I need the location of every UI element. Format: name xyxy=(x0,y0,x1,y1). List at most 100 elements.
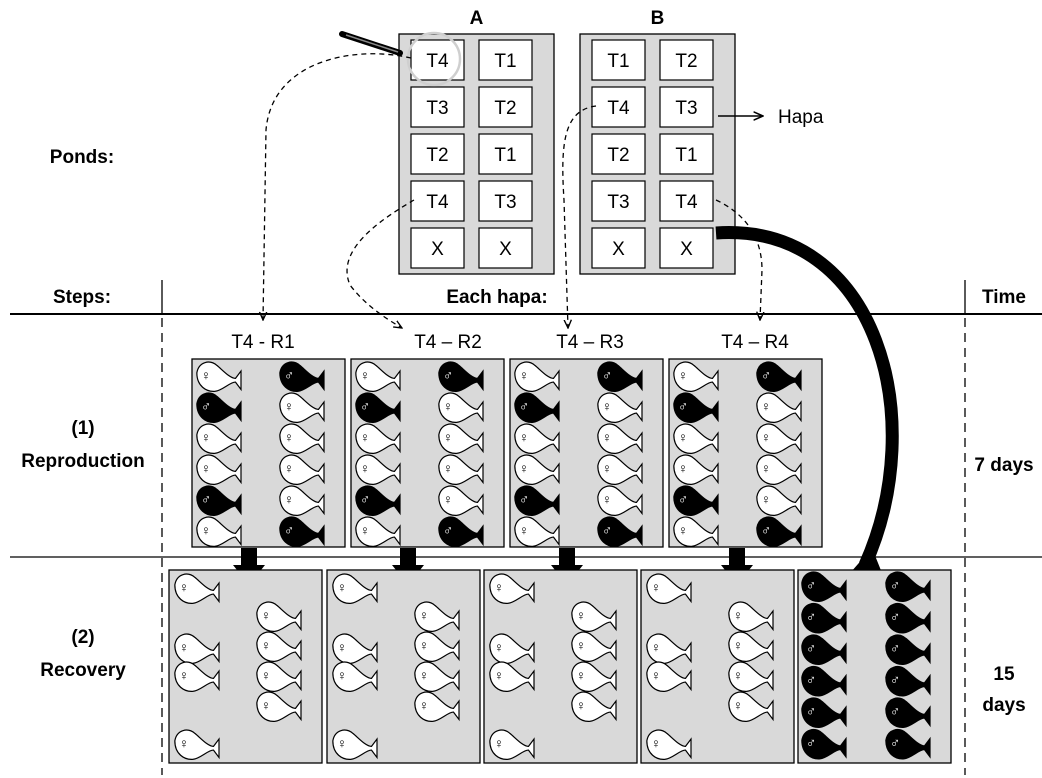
svg-text:♀: ♀ xyxy=(360,368,370,383)
duration-15: 15 xyxy=(993,664,1015,685)
female-fish: ♀ xyxy=(673,454,719,485)
hapa-cell xyxy=(591,86,646,128)
female-fish: ♀ xyxy=(646,661,692,692)
svg-text:♂: ♂ xyxy=(806,578,816,593)
duration-days: days xyxy=(982,695,1025,716)
female-fish: ♀ xyxy=(196,423,242,454)
svg-text:♀: ♀ xyxy=(733,608,743,623)
svg-text:♀: ♀ xyxy=(201,430,211,445)
male-fish: ♂ xyxy=(597,361,643,392)
female-fish: ♀ xyxy=(256,661,302,692)
hapa-cell xyxy=(478,227,533,269)
male-fish: ♂ xyxy=(885,729,931,760)
magnifier-icon xyxy=(339,31,462,87)
hapa-cell-label: T1 xyxy=(675,145,697,166)
svg-text:♂: ♂ xyxy=(806,673,816,688)
female-fish: ♀ xyxy=(489,573,535,604)
svg-text:♀: ♀ xyxy=(678,461,688,476)
svg-text:♀: ♀ xyxy=(761,461,771,476)
recovery-hapas-group: ♀♀♀♀♀♀♀♀♀♀♀♀♀♀♀♀♀♀♀♀♀♀♀♀♀♀♀♀♀♀♀♀♂♂♂♂♂♂♂♂… xyxy=(168,569,952,764)
male-fish: ♂ xyxy=(801,729,847,760)
svg-text:♀: ♀ xyxy=(201,461,211,476)
svg-text:♂: ♂ xyxy=(806,610,816,625)
time-label: Time xyxy=(982,287,1026,308)
female-fish: ♀ xyxy=(438,454,484,485)
female-fish: ♀ xyxy=(728,601,774,632)
svg-text:♀: ♀ xyxy=(576,698,586,713)
hapa-cell-label: T4 xyxy=(675,192,698,213)
reproduction-hapa: ♀♂♀♀♂♀♂♀♀♀♀♂ xyxy=(509,358,664,548)
svg-text:♂: ♂ xyxy=(890,673,900,688)
svg-text:♀: ♀ xyxy=(761,430,771,445)
female-fish: ♀ xyxy=(571,601,617,632)
male-fish: ♂ xyxy=(673,392,719,423)
svg-text:♀: ♀ xyxy=(360,523,370,538)
female-fish: ♀ xyxy=(196,361,242,392)
reproduction-hapa: ♀♂♀♀♂♀♂♀♀♀♀♂ xyxy=(668,358,823,548)
female-fish: ♀ xyxy=(597,485,643,516)
male-fish: ♂ xyxy=(801,697,847,728)
svg-text:♀: ♀ xyxy=(337,736,347,751)
hapa-cell-label: T2 xyxy=(607,145,629,166)
male-fish: ♂ xyxy=(756,361,802,392)
down-arrow xyxy=(721,548,753,585)
svg-text:♂: ♂ xyxy=(519,492,529,507)
svg-text:♂: ♂ xyxy=(201,399,211,414)
female-fish: ♀ xyxy=(673,516,719,547)
svg-text:♀: ♀ xyxy=(519,523,529,538)
svg-text:♀: ♀ xyxy=(678,368,688,383)
svg-text:♀: ♀ xyxy=(419,668,429,683)
female-fish: ♀ xyxy=(414,691,460,722)
svg-text:♀: ♀ xyxy=(261,668,271,683)
svg-text:♂: ♂ xyxy=(201,492,211,507)
female-fish: ♀ xyxy=(332,573,378,604)
female-fish: ♀ xyxy=(438,392,484,423)
male-fish: ♂ xyxy=(885,697,931,728)
hapa-cell xyxy=(659,86,714,128)
hapa-outline xyxy=(797,569,952,764)
hapa-cell-label: X xyxy=(680,239,693,260)
replicate-label: T4 – R3 xyxy=(556,332,624,353)
svg-text:♀: ♀ xyxy=(284,461,294,476)
hapa-cell xyxy=(591,133,646,175)
female-fish: ♀ xyxy=(174,573,220,604)
male-fish: ♂ xyxy=(801,666,847,697)
female-fish: ♀ xyxy=(438,423,484,454)
female-fish: ♀ xyxy=(174,729,220,760)
reproduction-hapa: ♀♂♀♀♂♀♂♀♀♀♀♂ xyxy=(350,358,505,548)
svg-text:♀: ♀ xyxy=(494,736,504,751)
hapa-cell xyxy=(478,180,533,222)
hapa-cell xyxy=(591,180,646,222)
svg-text:♀: ♀ xyxy=(494,640,504,655)
male-fish: ♂ xyxy=(196,392,242,423)
svg-text:♀: ♀ xyxy=(261,698,271,713)
svg-text:♀: ♀ xyxy=(360,430,370,445)
replicate-label: T4 – R4 xyxy=(721,332,789,353)
recovery-hapa: ♀♀♀♀♀♀♀♀ xyxy=(640,569,795,764)
down-arrow xyxy=(392,548,424,585)
svg-text:♀: ♀ xyxy=(179,736,189,751)
hapa-cell xyxy=(659,227,714,269)
male-fish: ♂ xyxy=(885,571,931,602)
female-fish: ♀ xyxy=(256,691,302,722)
female-fish: ♀ xyxy=(646,573,692,604)
female-fish: ♀ xyxy=(673,361,719,392)
female-fish: ♀ xyxy=(514,516,560,547)
male-fish: ♂ xyxy=(597,516,643,547)
female-fish: ♀ xyxy=(514,423,560,454)
svg-text:♀: ♀ xyxy=(733,638,743,653)
hapa-cell-label: T3 xyxy=(426,98,448,119)
female-fish: ♀ xyxy=(332,661,378,692)
hapa-cell-label: T1 xyxy=(494,51,516,72)
svg-text:♂: ♂ xyxy=(678,399,688,414)
duration-7-days: 7 days xyxy=(974,455,1033,476)
hapa-cell xyxy=(410,86,465,128)
hapa-cell xyxy=(659,133,714,175)
svg-text:♂: ♂ xyxy=(890,704,900,719)
connector-r2 xyxy=(346,199,415,328)
male-fish: ♂ xyxy=(801,571,847,602)
hapa-cell xyxy=(659,180,714,222)
svg-text:♀: ♀ xyxy=(602,399,612,414)
